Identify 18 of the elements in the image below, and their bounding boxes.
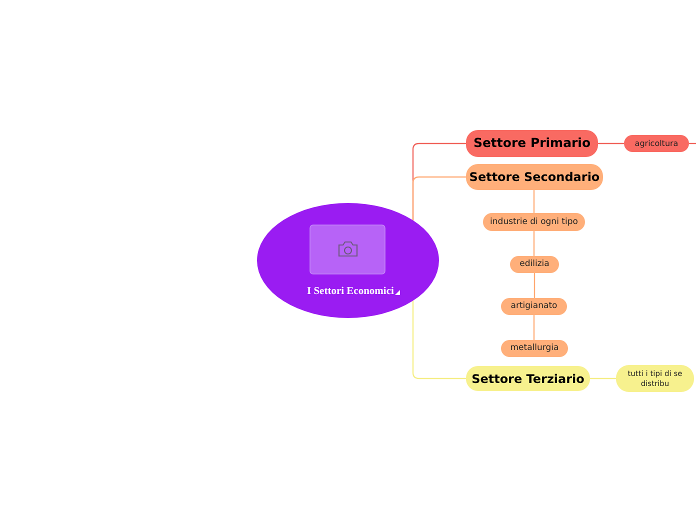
connector-line (533, 315, 535, 340)
subtopic-pill: edilizia (510, 256, 559, 273)
connector-line (534, 273, 536, 298)
subtopic-pill: industrie di ogni tipo (483, 213, 585, 231)
connector-line (412, 176, 466, 220)
connector-line (533, 190, 535, 213)
connector-line (598, 142, 624, 144)
subtopic-pill: metallurgia (501, 340, 568, 357)
connector-line (689, 142, 696, 144)
connector-line (590, 378, 616, 380)
root-title: I Settori Economici (307, 285, 394, 299)
topic-pill: Settore Secondario (466, 164, 603, 190)
connector-line (533, 231, 535, 256)
topic-pill: Settore Primario (466, 130, 598, 157)
subtopic-pill: agricoltura (624, 135, 689, 152)
subtopic-pill: artigianato (501, 298, 567, 315)
topic-pill: Settore Terziario (466, 366, 590, 391)
connector-line (412, 300, 466, 380)
